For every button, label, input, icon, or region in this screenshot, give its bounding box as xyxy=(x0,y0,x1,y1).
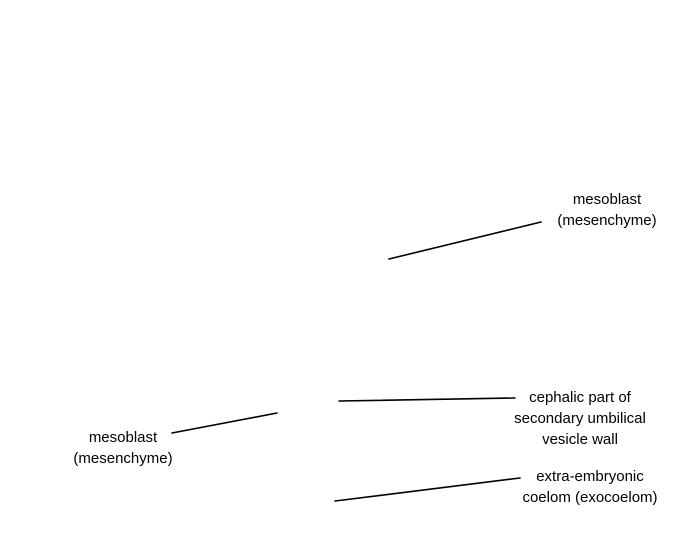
label-line: (mesenchyme) xyxy=(557,212,657,229)
label-mesoblast-lower-left: mesoblast (mesenchyme) xyxy=(60,427,186,469)
label-mesoblast-upper-right: mesoblast (mesenchyme) xyxy=(537,189,677,231)
leader-line-mesoblast-lower xyxy=(171,412,278,434)
label-line: mesoblast xyxy=(88,429,158,446)
leader-line-cephalic-part xyxy=(338,397,516,402)
label-line: extra-embryonic xyxy=(536,468,644,485)
label-line: coelom (exocoelom) xyxy=(522,489,658,506)
label-line: (mesenchyme) xyxy=(73,450,173,467)
label-line: vesicle wall xyxy=(542,431,618,448)
label-cephalic-part: cephalic part of secondary umbilical ves… xyxy=(488,387,672,450)
label-extra-embryonic-coelom: extra-embryonic coelom (exocoelom) xyxy=(495,466,685,508)
leader-line-mesoblast-upper xyxy=(388,221,542,260)
label-line: mesoblast xyxy=(572,191,642,208)
label-line: cephalic part of xyxy=(529,389,631,406)
leader-line-extra-embryonic-coelom xyxy=(334,477,521,502)
label-line: secondary umbilical xyxy=(514,410,646,427)
